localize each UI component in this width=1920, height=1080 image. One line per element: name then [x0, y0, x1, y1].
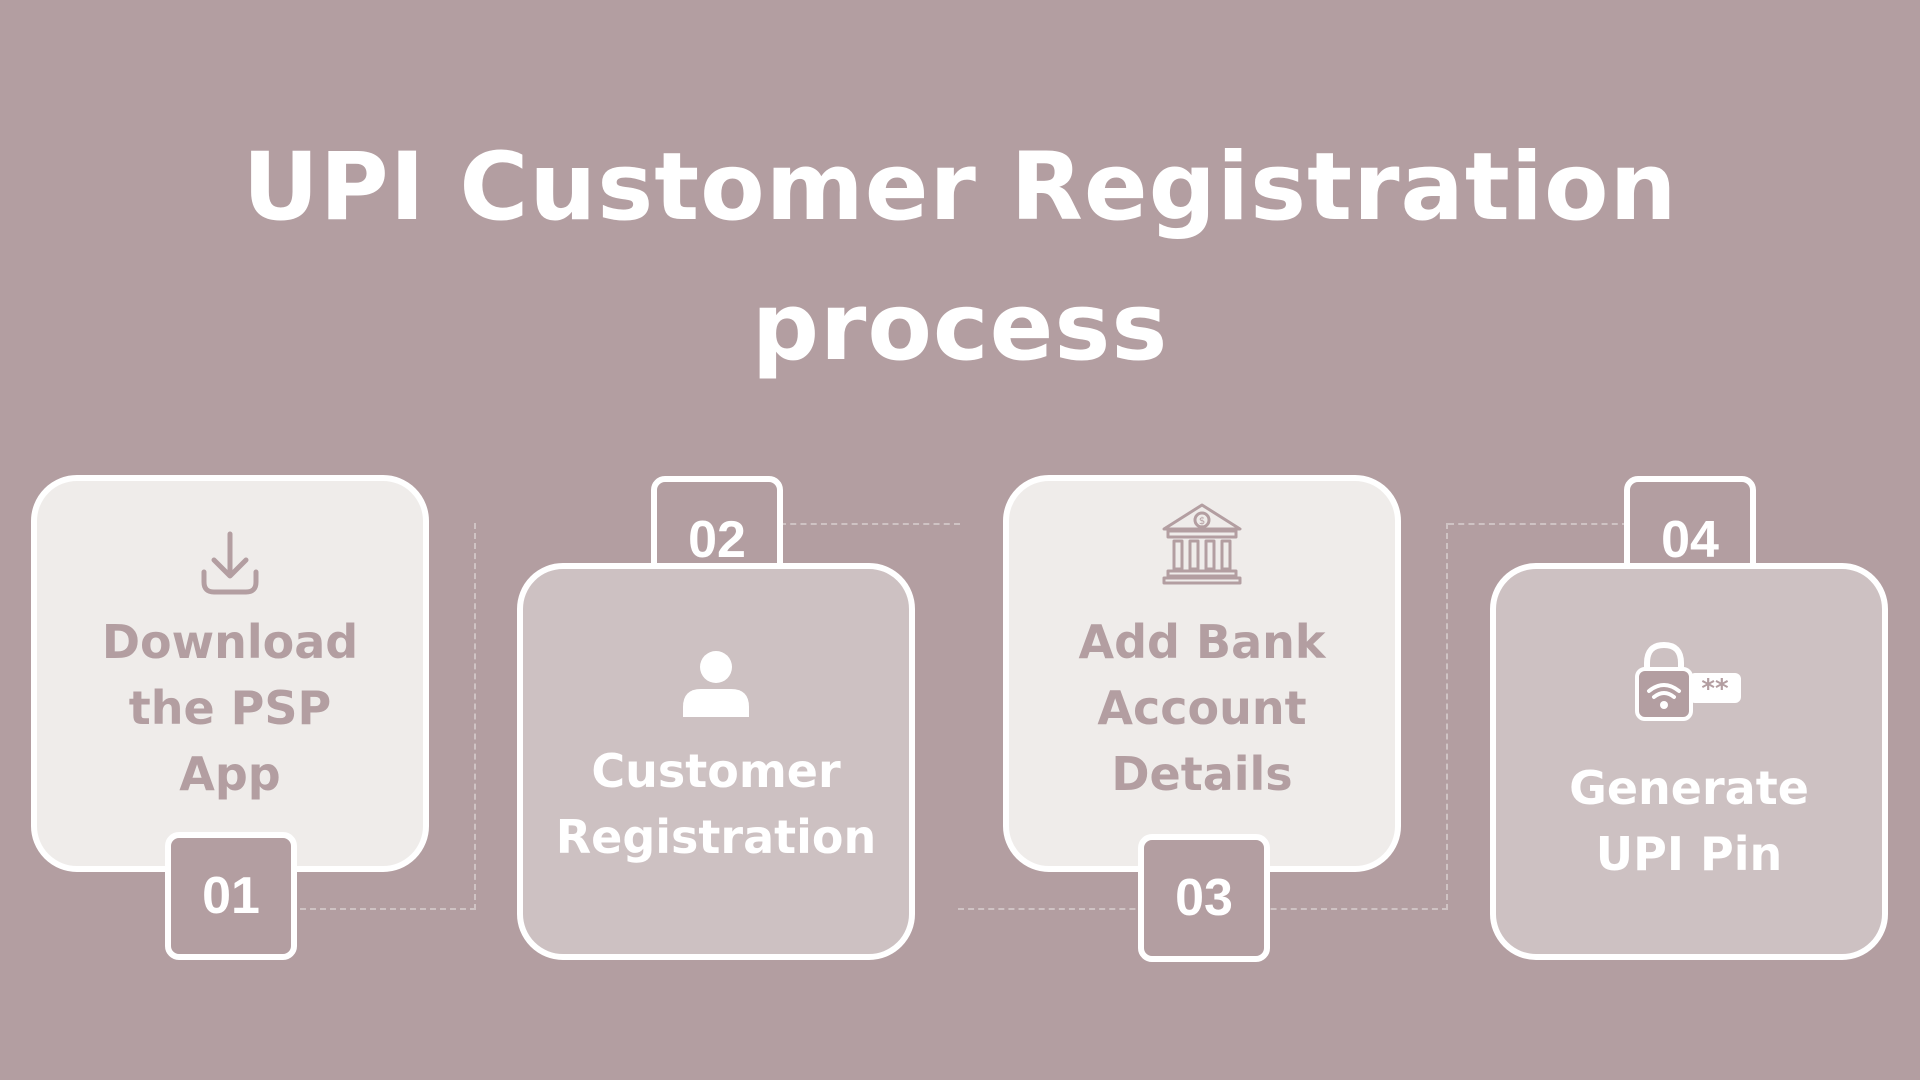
svg-text:$: $ [1199, 516, 1205, 527]
connector-1-2 [300, 523, 476, 910]
lock-wifi-password-icon: ** [1633, 639, 1745, 727]
page-title: UPI Customer Registration process [0, 118, 1920, 398]
step-number-badge-1: 01 [165, 832, 297, 960]
svg-text:**: ** [1701, 674, 1729, 704]
user-icon [681, 649, 751, 723]
step-number-badge-3: 03 [1138, 834, 1270, 962]
step-card-2: Customer Registration [517, 563, 915, 960]
bank-icon: $ [1160, 501, 1244, 589]
step-label-4: Generate UPI Pin [1569, 761, 1809, 881]
title-line-2: process [751, 273, 1169, 382]
step-card-1: Download the PSP App [31, 475, 429, 872]
title-line-1: UPI Customer Registration [242, 133, 1678, 242]
step-label-1: Download the PSP App [101, 615, 359, 801]
download-icon [198, 528, 262, 602]
step-card-3: $ Add Bank Account Details [1003, 475, 1401, 872]
step-label-2: Customer Registration [555, 744, 877, 864]
step-label-3: Add Bank Account Details [1078, 615, 1326, 801]
connector-4-top [1448, 523, 1628, 527]
step-card-4: ** Generate UPI Pin [1490, 563, 1888, 960]
